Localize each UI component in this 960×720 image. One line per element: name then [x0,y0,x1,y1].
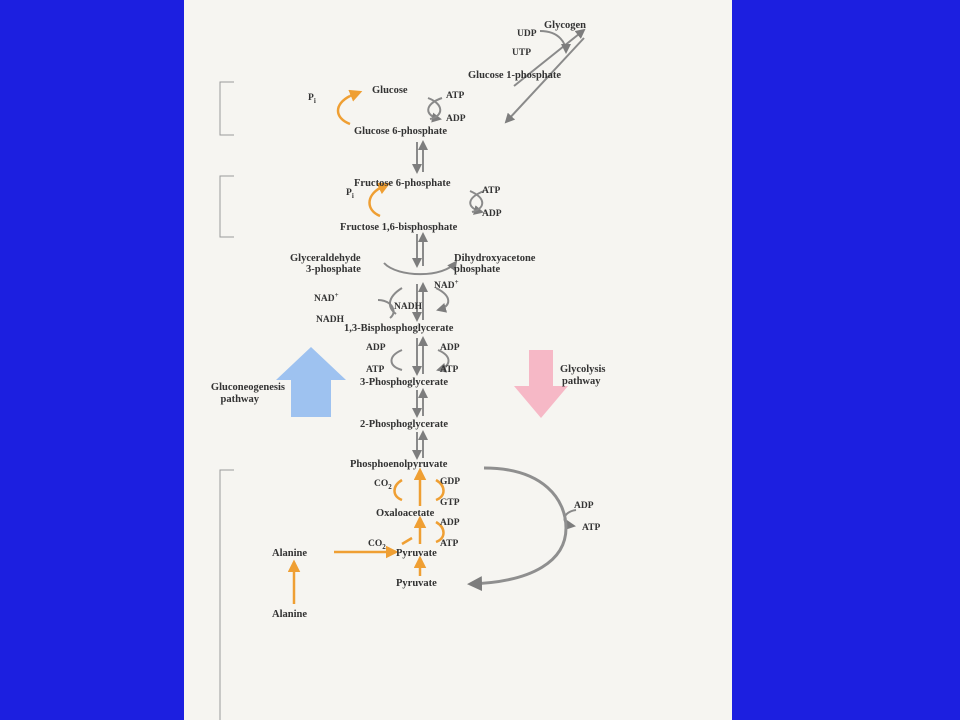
pi-label-2: Pi [346,188,354,200]
adp-label-2: ADP [482,209,502,219]
dihydroxyacetone-phosphate-label-line2: phosphate [454,264,500,275]
atp-label-2: ATP [482,186,500,196]
adp-label-3-left: ADP [366,343,386,353]
adp-atp-arc-left [390,349,403,371]
adp-label-5: ADP [574,501,594,511]
triose-isomerase-arc [383,260,458,276]
fructose-6-phosphate-label: Fructose 6-phosphate [354,178,451,189]
alanine-label-bottom: Alanine [272,609,307,620]
adp-label-4: ADP [440,518,460,528]
glycolysis-direction-arrow [514,350,568,418]
adp-atp-arc-pc [435,520,445,544]
adp-atp-arc-right [436,349,450,373]
nad-nadh-arc-right [435,287,450,313]
atp-label-3-right: ATP [440,365,458,375]
atp-adp-arc-1 [427,97,443,123]
alanine-label-top: Alanine [272,548,307,559]
adp-label-3-right: ADP [440,343,460,353]
co2-label-2: CO2 [368,539,386,551]
dihydroxyacetone-phosphate-label-line1: Dihydroxyacetone [454,253,536,264]
bypass-arrows-orange [287,89,445,604]
oxaloacetate-label: Oxaloacetate [376,508,435,519]
nad-label-top: NAD+ [434,278,459,291]
pyruvate-label-bottom: Pyruvate [396,578,437,589]
co2-gdp-arc-right [435,478,445,502]
3-phosphoglycerate-label: 3-Phosphoglycerate [360,377,448,388]
glyceraldehyde-3-phosphate-label-line2: 3-phosphate [306,264,361,275]
reversible-arrows [412,28,586,460]
pyruvate-label-top: Pyruvate [396,548,437,559]
co2-label-1: CO2 [374,479,392,491]
gtp-label: GTP [440,498,460,508]
fructose-1-6-bisphosphate-label: Fructose 1,6-bisphosphate [340,222,458,233]
co2-gdp-arc-left [393,478,403,502]
glycolysis-label-line2: pathway [562,376,601,387]
co2-arc-pc [401,536,413,546]
nad-label-left: NAD+ [314,291,339,304]
atp-label-3-left: ATP [366,365,384,375]
atp-adp-arc-2b [469,190,484,213]
glucose-label: Glucose [372,85,408,96]
glucose-6-phosphate-label: Glucose 6-phosphate [354,126,447,137]
bracket-hexokinase [219,81,234,136]
g6pase-arc [336,94,351,126]
phosphoenolpyruvate-label: Phosphoenolpyruvate [350,459,448,470]
bracket-pyruvate-kinase [219,469,234,720]
bracket-pfk [219,175,234,238]
margin-brackets [219,81,234,720]
cofactor-arrows-gray [377,30,577,530]
nadh-label-left: NADH [316,315,345,325]
metabolite-labels: Glycogen UDP UTP Glucose 1-phosphate Pi … [272,20,600,620]
nad-arc-left-2 [377,299,395,319]
atp-label-4: ATP [440,539,458,549]
gdp-label: GDP [440,477,460,487]
arrow-g1p-to-g6p [504,37,585,124]
glyceraldehyde-3-phosphate-label-line1: Glyceraldehyde [290,253,361,264]
pyruvate-kinase-bypass-arrow [467,466,568,592]
glycolysis-label-line1: Glycolysis [560,364,606,375]
utp-label: UTP [512,48,531,58]
nadh-label-right: NADH [394,302,423,312]
atp-label-5: ATP [582,523,600,533]
gluconeogenesis-label-line1: Gluconeogenesis [211,382,285,393]
pi-label-1: Pi [308,93,316,105]
gluconeogenesis-glycolysis-diagram: Glycogen UDP UTP Glucose 1-phosphate Pi … [211,20,606,720]
gluconeogenesis-label-line2: pathway [220,394,259,405]
2-phosphoglycerate-label: 2-Phosphoglycerate [360,419,448,430]
glucose-1-phosphate-label: Glucose 1-phosphate [468,70,561,81]
textbook-page: Glycogen UDP UTP Glucose 1-phosphate Pi … [184,0,732,720]
adp-label-1: ADP [446,114,466,124]
bisphosphoglycerate-label: 1,3-Bisphosphoglycerate [344,323,454,334]
atp-adp-arc-2 [469,190,485,215]
pathway-side-labels: Gluconeogenesis pathway Glycolysis pathw… [211,364,606,405]
g6pase-arc-head [348,89,363,102]
gluconeogenesis-direction-arrow [276,347,346,417]
fbpase-arc [368,186,381,218]
atp-adp-arc-1b [427,97,442,120]
udp-utp-arc [539,30,571,54]
udp-label: UDP [517,29,537,39]
fbpase-arc-head [376,182,391,195]
arrow-g6p-to-glycogen [513,28,586,87]
glycogen-label: Glycogen [544,20,586,31]
atp-label-1: ATP [446,91,464,101]
